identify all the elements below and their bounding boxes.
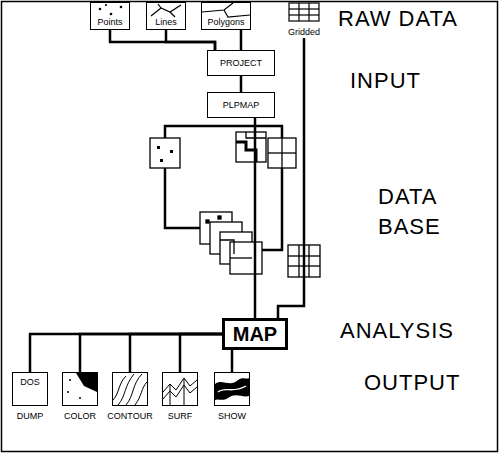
connector — [166, 30, 215, 50]
connector — [130, 334, 222, 372]
stage-label: DATA BASE — [378, 182, 458, 242]
raw-data-box: Lines — [146, 2, 186, 30]
output-icon-box — [62, 372, 98, 406]
connector — [231, 350, 234, 372]
points-icon — [99, 4, 123, 15]
stage-label: ANALYSIS — [340, 316, 454, 346]
node-label: DUMP — [17, 411, 44, 422]
connector — [30, 334, 222, 372]
node-label: PROJECT — [220, 58, 262, 69]
surface-icon — [163, 378, 197, 405]
node-label: DOS — [20, 377, 40, 388]
show-icon — [215, 378, 249, 400]
polygons-icon — [202, 3, 250, 17]
output-icon-box — [162, 372, 198, 406]
output-icon-box — [112, 372, 148, 406]
raw-data-grid: Gridded — [284, 2, 325, 38]
connector — [80, 334, 222, 372]
output-box: DOS DUMP — [5, 372, 55, 422]
stage-label: RAW DATA — [338, 4, 458, 34]
output-box: CONTOUR — [103, 372, 157, 422]
node-label: SHOW — [218, 411, 246, 422]
contour-icon — [113, 374, 147, 405]
raw-data-box: Polygons — [201, 2, 251, 30]
node-label: COLOR — [64, 411, 96, 422]
node-label: CONTOUR — [107, 411, 152, 422]
color-icon — [67, 373, 97, 399]
grid-icon — [289, 3, 319, 21]
stage-label: OUTPUT — [364, 368, 460, 398]
connector — [240, 30, 243, 50]
stage-label: INPUT — [350, 66, 421, 96]
process-box: PROJECT — [207, 50, 275, 76]
process-box: PLPMAP — [207, 92, 275, 118]
lines-icon — [151, 4, 181, 17]
connector — [254, 118, 257, 318]
output-box: SURF — [155, 372, 205, 422]
node-label: PLPMAP — [223, 100, 260, 111]
line-map-icon — [268, 138, 296, 168]
output-icon-box — [214, 372, 250, 406]
connector — [240, 76, 243, 92]
node-label: Points — [97, 17, 122, 28]
node-label: MAP — [233, 322, 277, 346]
connector — [110, 30, 215, 50]
node-label: Lines — [155, 17, 177, 28]
polygon-map-icon — [236, 132, 266, 162]
point-map-icon — [150, 138, 180, 168]
frame — [2, 2, 498, 452]
output-box: COLOR — [55, 372, 105, 422]
map-stack — [200, 212, 262, 274]
connector — [180, 334, 222, 372]
raw-data-box: Points — [90, 2, 130, 30]
analysis-box: MAP — [222, 318, 288, 350]
node-label: Gridded — [288, 27, 320, 38]
node-label: SURF — [168, 411, 193, 422]
output-icon-box: DOS — [12, 372, 48, 406]
node-label: Polygons — [207, 17, 244, 28]
output-box: SHOW — [207, 372, 257, 422]
connector — [278, 38, 304, 318]
